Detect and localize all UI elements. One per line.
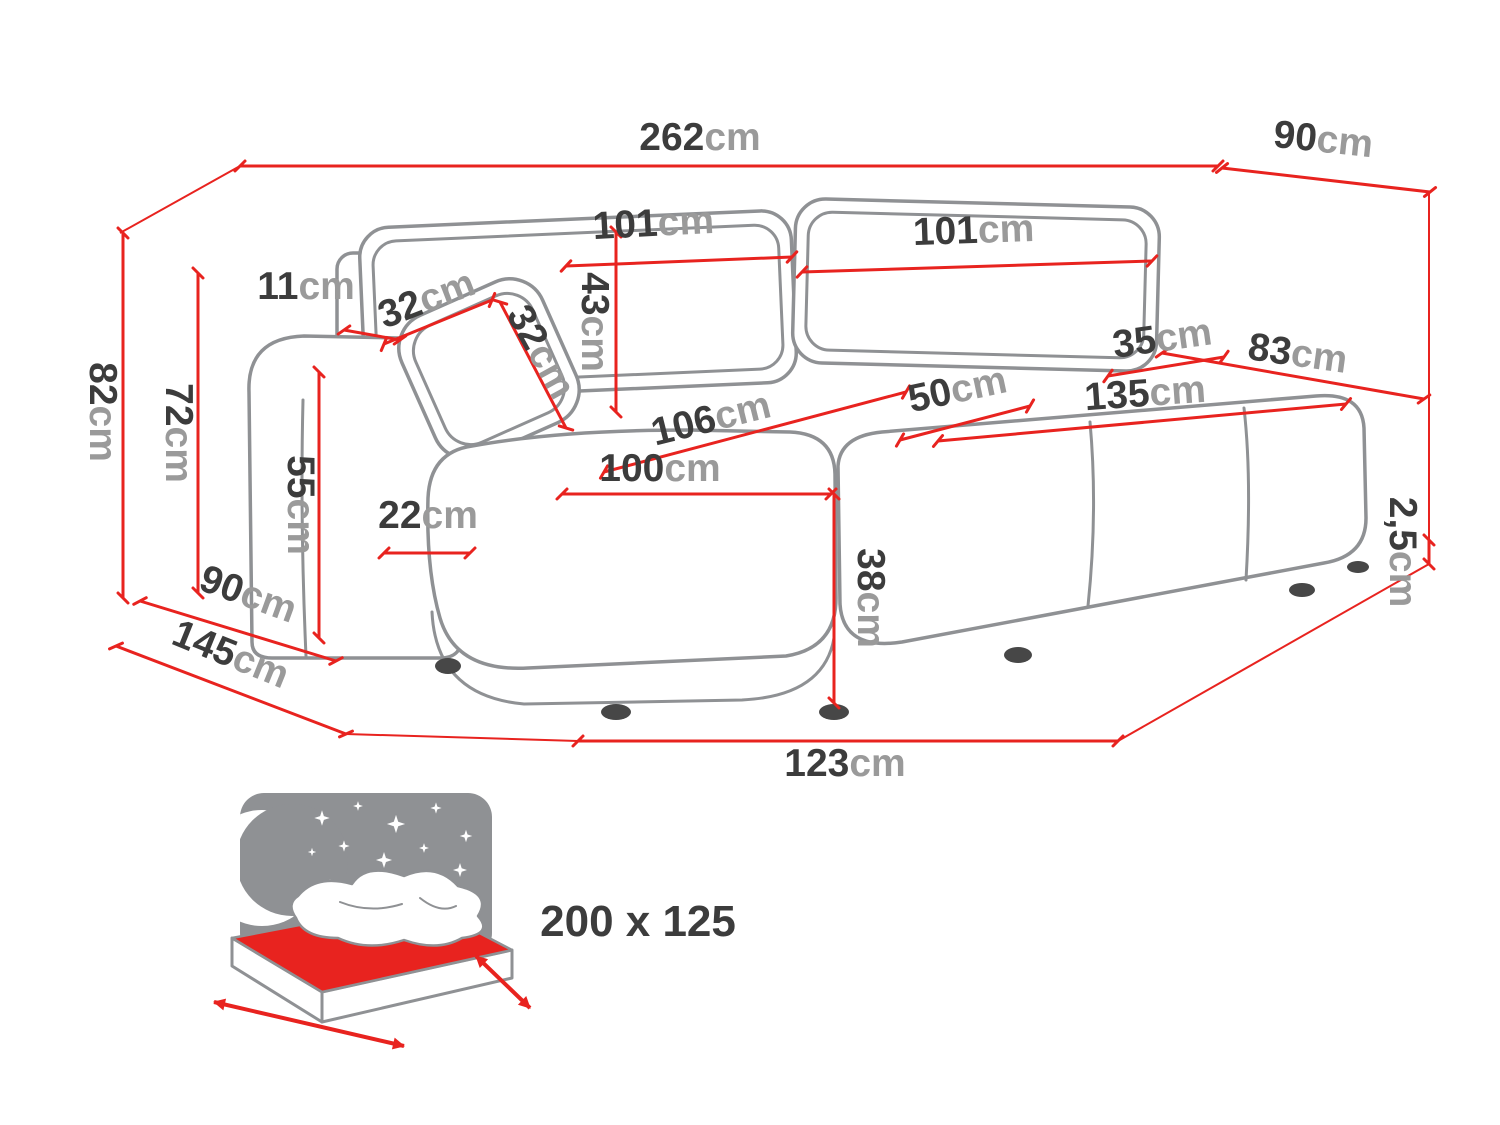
sofa-seat-right	[836, 393, 1368, 646]
sofa-leg	[819, 704, 849, 720]
dim-unit: cm	[849, 592, 892, 648]
dimension-labels-layer: 262cm 90cm 101cm 101cm 11cm 32cm 32cm 43…	[81, 113, 1424, 785]
dim-unit: cm	[1381, 551, 1424, 607]
dim-label-seat-section-depth: 50cm	[904, 358, 1011, 421]
dim-unit: cm	[1288, 331, 1350, 381]
dim-value: 123	[784, 742, 849, 785]
bed-bedding-folds	[339, 897, 457, 910]
dim-label-back-cushion-right: 101cm	[912, 207, 1035, 254]
sofa-back-cushion-right	[790, 197, 1162, 373]
dim-label-chaise-seat-width: 100cm	[599, 447, 720, 490]
dim-line-chaise-total-depth	[108, 641, 354, 739]
dim-unit: cm	[657, 199, 716, 245]
sofa-leg	[1004, 647, 1032, 663]
dim-unit: cm	[664, 447, 720, 490]
dim-unit: cm	[298, 265, 354, 308]
dim-unit: cm	[157, 427, 200, 483]
sofa-back-cushion-right-piping	[804, 210, 1148, 360]
dim-unit: cm	[1315, 118, 1376, 167]
bed-depth-arrow	[474, 954, 532, 1010]
sofa-leg	[1347, 561, 1369, 573]
dim-value: 83	[1245, 325, 1294, 374]
bed-width-arrow	[213, 998, 405, 1050]
dim-line-back-cushion-right	[795, 254, 1159, 279]
dim-label-leg-height: 2,5cm	[1381, 497, 1424, 608]
dim-unit: cm	[1148, 368, 1207, 415]
sofa-legs	[435, 561, 1369, 720]
dim-value: 2,5	[1381, 497, 1424, 551]
dim-value: 101	[592, 202, 659, 248]
dim-label-back-cushion-left: 101cm	[592, 199, 716, 248]
dim-label-total-depth-right: 90cm	[1271, 113, 1375, 166]
dim-unit: cm	[704, 116, 760, 159]
dim-value: 11	[257, 265, 298, 308]
dim-unit: cm	[81, 406, 124, 462]
dim-unit: cm	[279, 499, 322, 555]
dim-value: 50	[904, 370, 955, 421]
extension-line-top-left	[119, 165, 241, 234]
sleeping-area-label: 200 x 125	[540, 897, 736, 946]
dim-value: 262	[639, 116, 704, 159]
sofa-leg	[435, 658, 461, 674]
dim-line-right-end-seat-depth	[1154, 347, 1432, 405]
dim-value: 38	[849, 548, 892, 591]
dim-label-body-height: 72cm	[157, 383, 200, 483]
dim-value: 101	[912, 209, 979, 254]
dim-label-right-end-seat-depth: 83cm	[1245, 325, 1350, 381]
dim-value: 22	[378, 494, 421, 537]
dim-label-armrest-width: 22cm	[378, 494, 478, 537]
dim-label-armrest-height: 55cm	[279, 455, 322, 555]
dim-line-corner-seat-depth	[598, 384, 912, 480]
dim-value: 82	[81, 362, 124, 405]
dim-value: 55	[279, 455, 322, 498]
sleep-function-icon	[213, 793, 532, 1050]
sofa-drawing	[247, 197, 1369, 720]
dim-label-total-height: 82cm	[81, 362, 124, 462]
sofa-back-cushion-left-piping	[371, 223, 785, 387]
extension-line-bottom-right	[1117, 563, 1430, 742]
dim-label-seat-height: 38cm	[849, 548, 892, 648]
dim-value: 43	[573, 272, 616, 315]
dim-unit: cm	[849, 742, 905, 785]
dim-label-right-seat-width: 135cm	[1083, 368, 1207, 419]
dim-value: 72	[157, 383, 200, 426]
dim-line-back-cushion-left	[559, 250, 799, 273]
dim-line-pillow-top	[379, 291, 497, 353]
dim-unit: cm	[1153, 310, 1215, 360]
dimension-lines-layer	[108, 159, 1438, 748]
sofa-chaise-front	[430, 610, 836, 706]
dim-line-pillow-side	[491, 298, 575, 432]
dim-value: 100	[599, 447, 664, 490]
dim-label-right-back-top: 35cm	[1110, 310, 1215, 366]
dim-label-chaise-front-width: 123cm	[784, 742, 905, 785]
dim-label-backrest-height: 43cm	[573, 272, 616, 372]
dim-value: 35	[1110, 318, 1159, 367]
dim-line-total-depth-right	[1214, 162, 1438, 198]
dim-unit: cm	[573, 316, 616, 372]
sofa-leg	[1289, 583, 1315, 597]
extension-line-bottom-left	[345, 733, 579, 742]
sofa-leg	[601, 704, 631, 720]
dim-label-back-panel-top: 11cm	[257, 265, 355, 308]
dim-label-total-width: 262cm	[639, 116, 760, 159]
dim-line-right-seat-width	[931, 397, 1353, 448]
dim-unit: cm	[977, 207, 1035, 252]
dim-value: 135	[1083, 372, 1151, 419]
dim-unit: cm	[422, 494, 478, 537]
dim-value: 90	[1271, 113, 1319, 160]
